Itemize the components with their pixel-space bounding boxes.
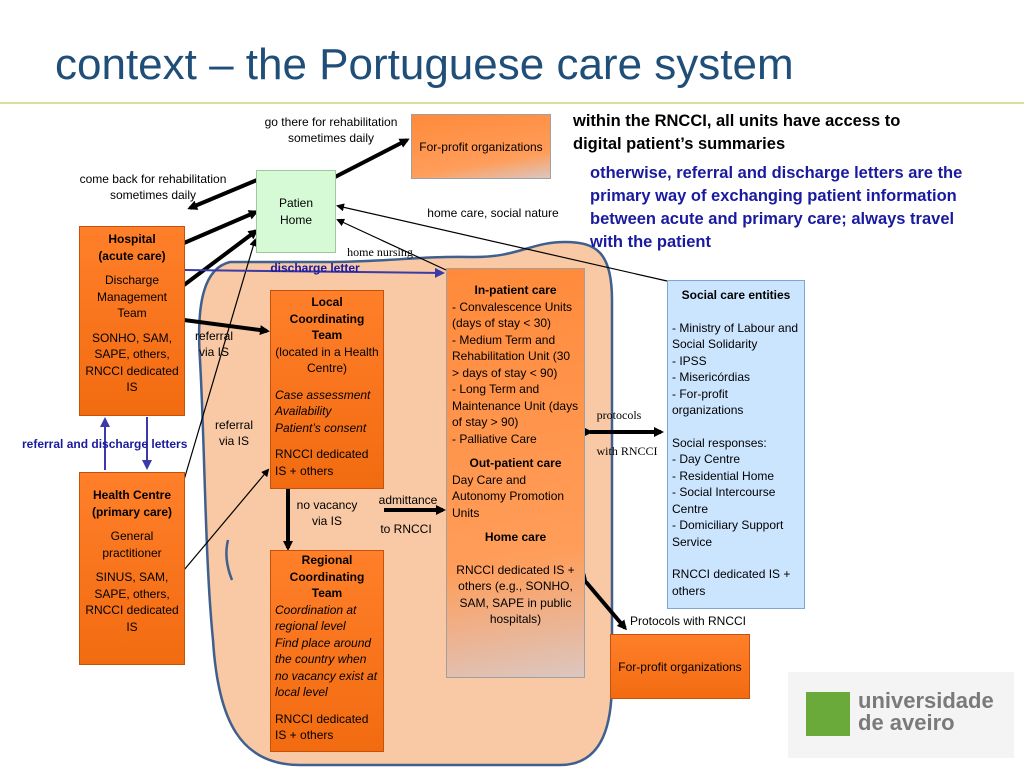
social-response-2: - Residential Home [672,468,775,483]
social-item-2: - IPSS [672,353,707,368]
arrow-hospital-to-local [183,318,270,336]
label-protocols-with-rnccci: Protocols with RNCCI [629,614,747,628]
health-centre-title: Health Centre [92,488,172,502]
forprofit-bottom-label: For-profit organizations [618,660,742,674]
note-rnccci-access: within the RNCCI, all units have access … [573,112,901,153]
health-centre-subtitle: (primary care) [91,504,173,519]
hospital-team: Discharge Management Team [96,273,168,320]
arrow-healthcentre-to-local [183,468,270,571]
university-logo-text: universidade de aveiro [858,690,994,734]
label-referral-via-is-1: referral via IS [194,329,233,359]
label-protocols: protocols [596,408,642,422]
social-item-4: - For-profit organizations [672,386,744,418]
social-item-1: - Ministry of Labour and Social Solidari… [672,320,799,352]
forprofit-box-top: For-profit organizations [411,114,551,179]
label-home-nursing: home nursing [347,245,413,259]
label-discharge-letter: discharge letter [270,261,360,275]
label-with-rnccci: with RNCCI [596,444,658,458]
rnccci-region-tail [225,539,234,581]
inpatient-item-4: - Palliative Care [452,431,537,446]
inpatient-footer: RNCCI dedicated IS + others (e.g., SONHO… [456,562,575,627]
social-response-4: - Domiciliary Support Service [672,518,784,549]
local-team-italic-2: Availability [275,404,332,418]
regional-team-italic-1: Coordination at regional level [275,602,357,634]
arrow-inpatient-to-home [336,218,447,271]
regional-team-box: Regional Coordinating Team Coordination … [270,550,384,752]
regional-team-title: Regional Coordinating Team [289,553,365,600]
logo-line-2: de aveiro [858,710,955,735]
inpatient-item-1: - Convalescence Units (days of stay < 30… [452,299,573,331]
patient-home-label: Patien Home [278,196,314,227]
homecare-title: Home care [484,530,547,544]
inpatient-item-3: - Long Term and Maintenance Unit (days o… [452,382,579,429]
social-footer: RNCCI dedicated IS + others [672,567,791,598]
university-logo: universidade de aveiro [788,672,1014,758]
label-admittance: admittance [378,493,438,507]
social-title: Social care entities [681,288,791,302]
social-response-3: - Social Intercourse Centre [672,485,776,516]
outpatient-title: Out-patient care [469,456,562,470]
outpatient-text: Day Care and Autonomy Promotion Units [452,472,565,520]
health-centre-systems: SINUS, SAM, SAPE, others, RNCCI dedicate… [85,570,179,634]
inpatient-title: In-patient care [474,283,557,297]
arrow-healthcentre-to-home [183,238,258,481]
label-referral-and-discharge: referral and discharge letters [22,437,188,451]
regional-team-footer: RNCCI dedicated IS + others [275,711,369,743]
hospital-box: Hospital (acute care) Discharge Manageme… [79,226,185,416]
label-to-rnccci: to RNCCI [380,522,432,536]
health-centre-gp: General practitioner [102,529,162,560]
arrow-protocols-bottom [577,573,627,631]
social-care-box: Social care entities - Ministry of Labou… [667,280,805,609]
health-centre-box: Health Centre (primary care) General pra… [79,472,185,665]
social-responses-title: Social responses: [672,435,767,450]
label-no-vacancy: no vacancy via IS [296,498,358,528]
hospital-subtitle: (acute care) [98,248,166,263]
slide-title: context – the Portuguese care system [55,40,794,89]
social-response-1: - Day Centre [672,452,741,466]
social-item-3: - Misericórdias [672,370,751,384]
local-team-box: Local Coordinating Team (located in a He… [270,290,384,489]
arrow-hospital-to-home-1 [183,210,259,245]
hospital-title: Hospital [108,232,156,246]
inpatient-box: In-patient care - Convalescence Units (d… [446,268,585,678]
university-logo-icon [806,692,850,736]
inpatient-item-2: - Medium Term and Rehabilitation Unit (3… [452,332,571,380]
local-team-title: Local Coordinating Team [289,295,365,342]
patient-home-box: Patien Home [256,170,336,253]
forprofit-box-bottom: For-profit organizations [610,634,750,699]
local-team-italic-1: Case assessment [275,387,371,402]
label-referral-via-is-2: referral via IS [214,418,253,448]
regional-team-italic-2: Find place around the country when no va… [275,635,378,700]
arrow-home-to-forprofit [334,138,410,179]
hospital-systems: SONHO, SAM, SAPE, others, RNCCI dedicate… [85,330,179,395]
logo-line-1: universidade [858,688,994,713]
arrow-hospital-to-home-2 [182,229,259,287]
forprofit-top-label: For-profit organizations [419,140,543,154]
label-go-there: go there for rehabilitation sometimes da… [264,115,398,145]
local-team-footer: RNCCI dedicated IS + others [275,447,369,478]
label-home-care-social: home care, social nature [427,206,559,220]
label-come-back: come back for rehabilitation sometimes d… [79,172,227,202]
local-team-italic-3: Patient’s consent [275,420,367,435]
arrow-discharge-letter [183,267,445,278]
arrow-social-to-home [336,203,668,282]
title-divider [0,102,1024,104]
local-team-sub: (located in a Health Centre) [275,344,379,376]
note-referral-letters: otherwise, referral and discharge letter… [590,164,963,251]
arrow-home-to-leftnote [187,178,258,210]
